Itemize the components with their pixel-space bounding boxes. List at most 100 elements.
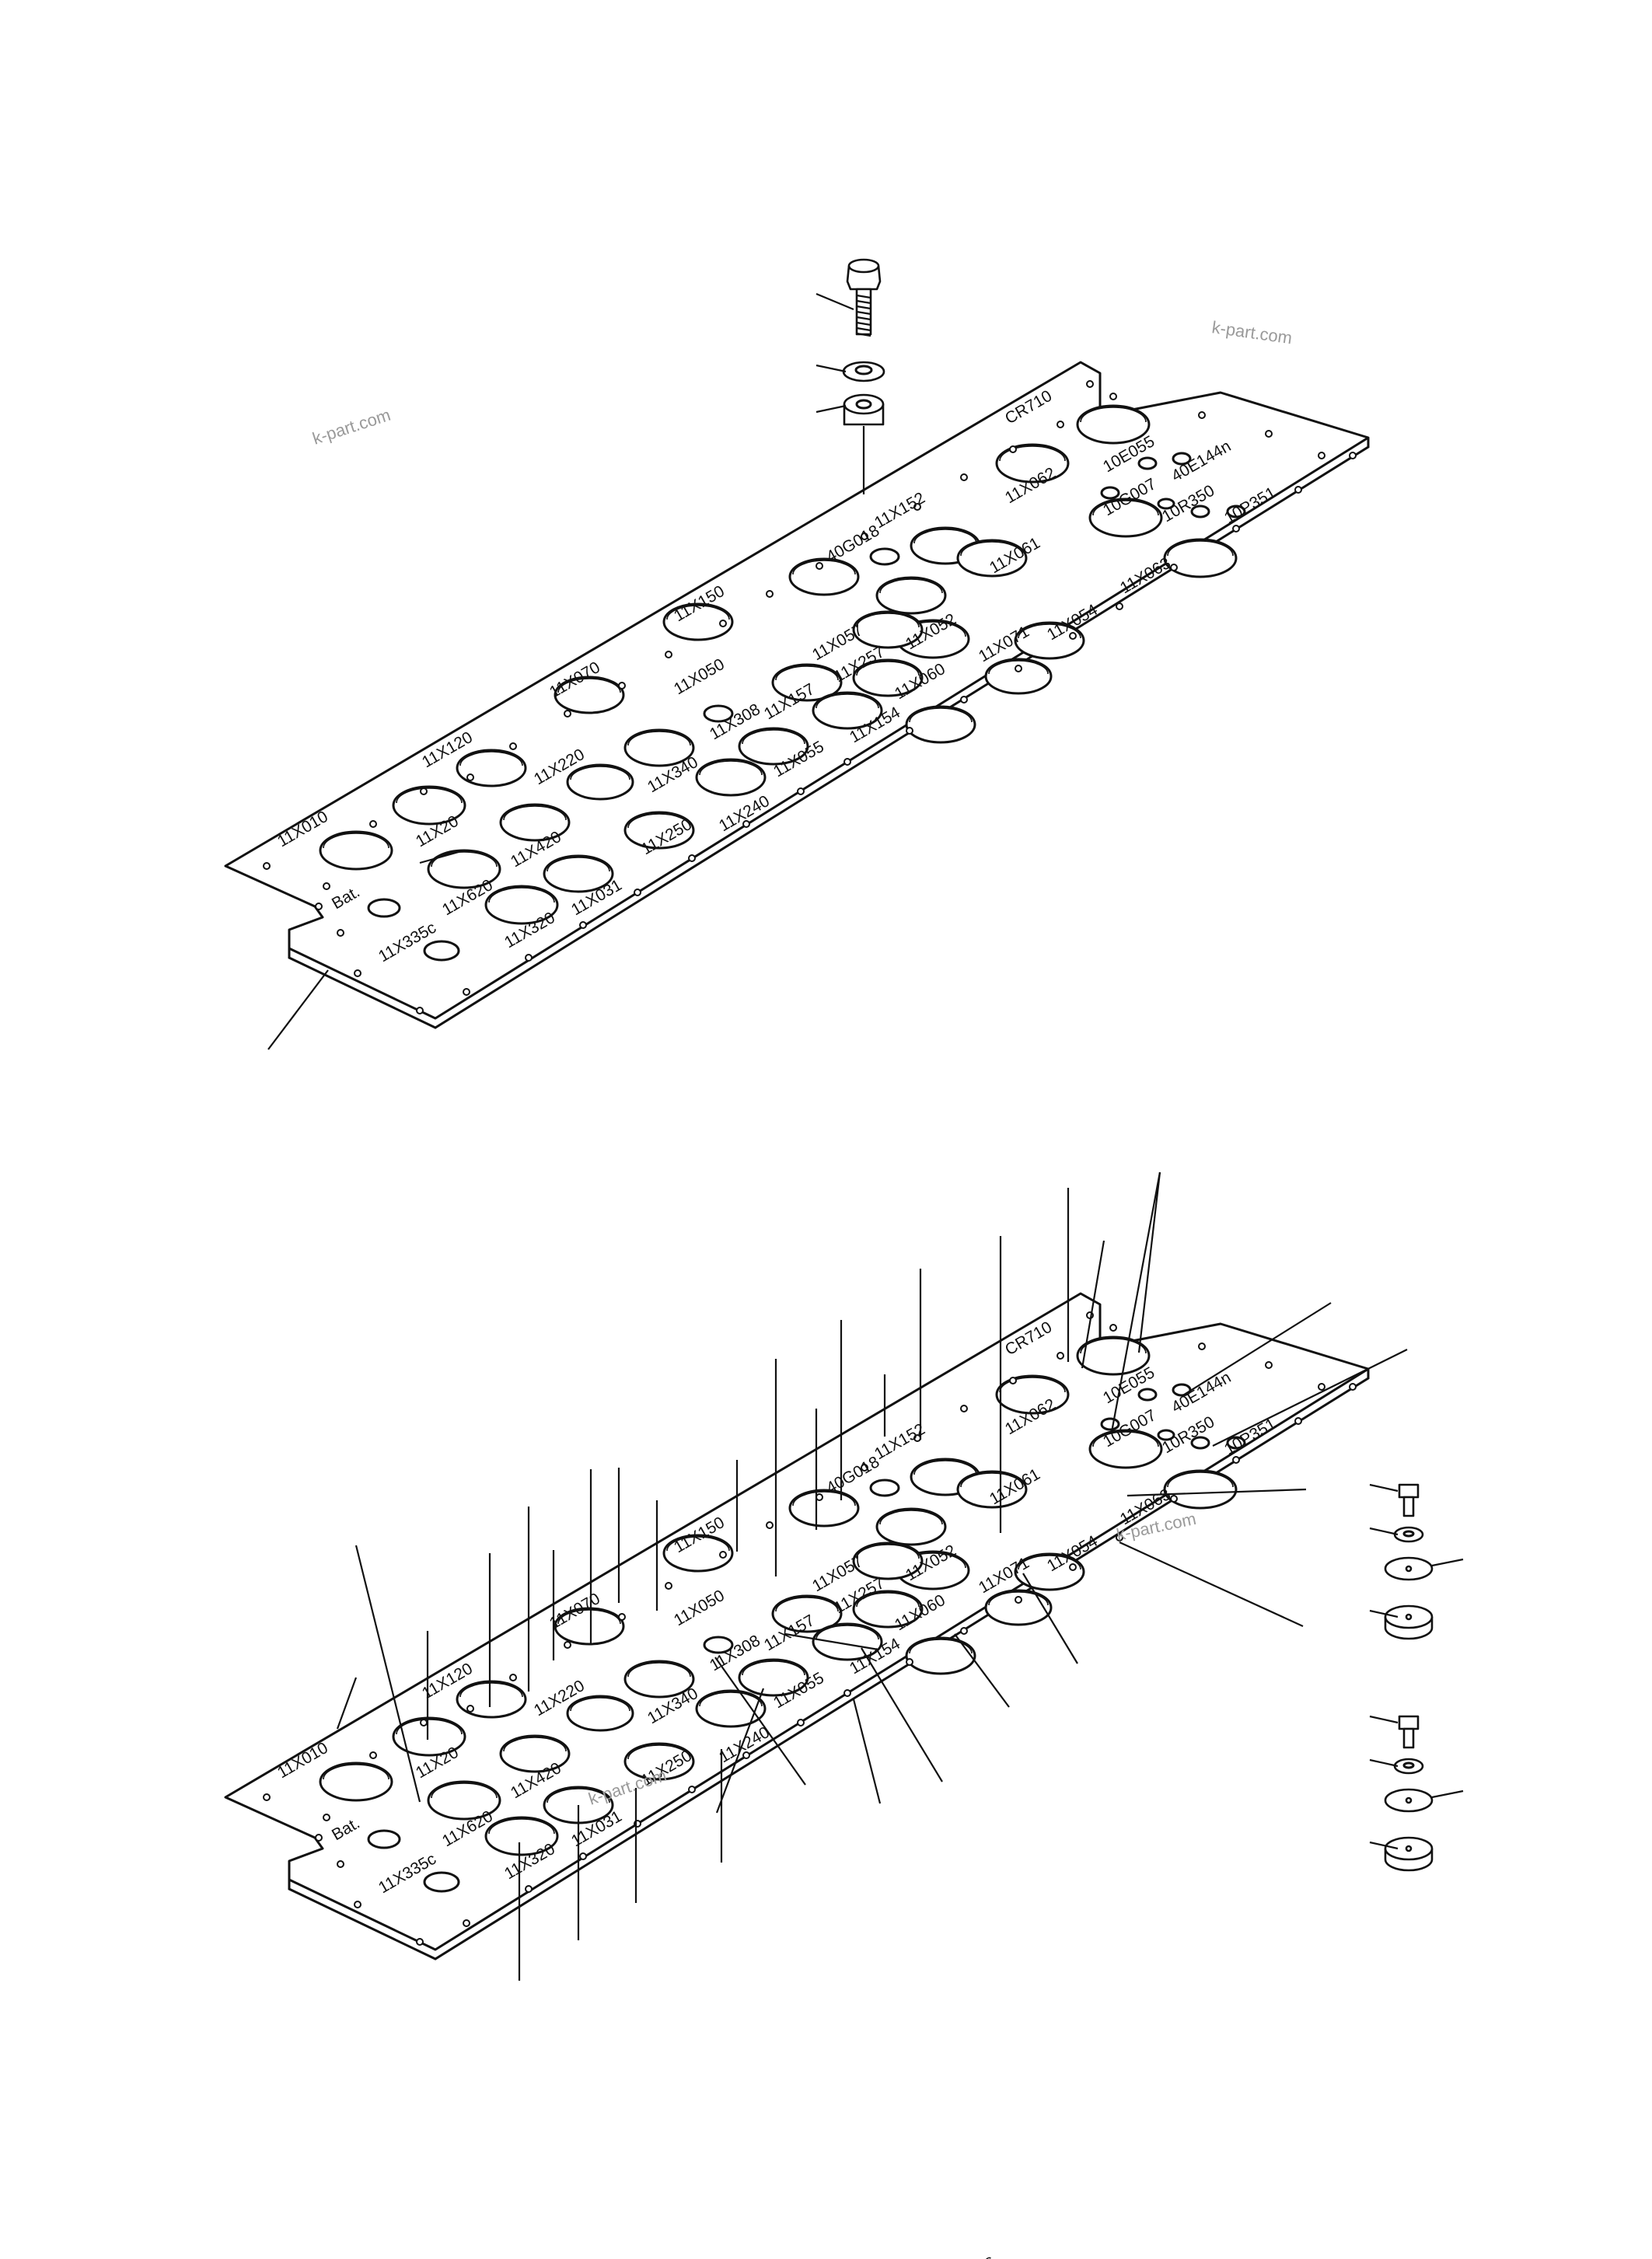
connector-hole-edge: [488, 887, 555, 903]
connector-hole: [788, 557, 860, 596]
mounting-hole: [1232, 1456, 1240, 1464]
mounting-hole: [618, 1613, 626, 1621]
connector-hole-edge: [570, 1697, 630, 1712]
mounting-hole: [742, 820, 750, 828]
mounting-hole: [1198, 1342, 1206, 1350]
connector-hole-edge: [503, 1737, 567, 1752]
connector-hole: [1076, 1335, 1151, 1376]
connector-hole: [852, 658, 924, 697]
mounting-hole: [1109, 1324, 1117, 1332]
connector-hole: [771, 663, 843, 702]
mounting-hole: [1057, 421, 1064, 428]
callout-line: [861, 1647, 943, 1782]
connector-hole-edge: [909, 1639, 973, 1654]
mounting-hole: [797, 787, 805, 795]
connector-hole: [984, 1589, 1053, 1626]
bolt-thread: [856, 326, 871, 332]
small-hole: [1226, 505, 1246, 518]
connector-hole: [427, 849, 501, 889]
connector-hole-edge: [396, 787, 463, 804]
watermark: k-part.com: [310, 405, 393, 449]
connector-hole: [623, 728, 695, 767]
mounting-hole: [315, 903, 323, 910]
small-hole: [367, 898, 401, 918]
connector-hole: [662, 1534, 734, 1573]
callout-line: [816, 404, 847, 414]
mounting-hole: [1015, 1596, 1022, 1604]
callout-line: [954, 1633, 1010, 1708]
small-hole: [869, 547, 900, 566]
connector-hole: [738, 1658, 809, 1697]
bolt-shank-icon: [1402, 1496, 1415, 1517]
callout-leaders: [267, 292, 1408, 1981]
mounting-hole: [463, 1919, 470, 1927]
nut-hole: [855, 399, 872, 410]
connector-hole: [456, 1680, 527, 1719]
mounting-hole: [263, 862, 271, 870]
connector-hole-edge: [1092, 500, 1159, 516]
mounting-hole: [354, 1901, 361, 1908]
mounting-hole: [337, 929, 344, 937]
mounting-hole: [1318, 452, 1325, 459]
base-mount-center: [1405, 1613, 1413, 1621]
mounting-hole: [416, 1938, 424, 1946]
washer-hole: [1402, 1761, 1415, 1769]
mounting-hole: [634, 889, 641, 896]
washer-hole: [854, 365, 873, 375]
connector-hole-edge: [323, 1764, 389, 1780]
connector-hole-edge: [856, 613, 920, 628]
bottom-plate-assembly: 11X01011X12011X07011X15040G01811X152CR71…: [224, 1292, 1370, 2259]
callout-line: [1431, 1558, 1464, 1567]
mounting-hole: [688, 854, 696, 862]
connector-hole: [623, 1742, 695, 1781]
connector-hole: [956, 539, 1028, 578]
mounting-hole: [416, 1007, 424, 1014]
connector-hole: [812, 1622, 883, 1661]
callout-line: [1119, 1541, 1304, 1628]
connector-hole: [875, 576, 947, 615]
connector-hole-edge: [431, 1782, 498, 1799]
mounting-hole: [509, 1674, 517, 1681]
mounting-hole: [1009, 445, 1017, 453]
connector-hole: [623, 1660, 695, 1699]
connector-hole: [1163, 1469, 1238, 1510]
connector-hole-edge: [1018, 623, 1081, 639]
connector-hole-edge: [999, 445, 1066, 462]
mounting-hole: [1265, 430, 1273, 438]
connector-hole-edge: [792, 1491, 856, 1507]
connector-hole: [1088, 498, 1163, 538]
small-hole: [1157, 1429, 1175, 1441]
mounting-hole: [337, 1860, 344, 1868]
top-plate-assembly: 11X01011X12011X07011X15040G01811X152CR71…: [224, 361, 1370, 1029]
connector-hole-edge: [960, 1472, 1024, 1488]
small-hole: [1100, 486, 1120, 500]
mounting-hole: [579, 921, 587, 929]
bolt-thread: [856, 305, 871, 310]
mounting-hole: [420, 787, 428, 795]
connector-hole-edge: [488, 1818, 555, 1835]
connector-hole-edge: [627, 1662, 691, 1678]
watermark: k-part.com: [1210, 317, 1293, 347]
connector-hole: [852, 1590, 924, 1629]
connector-hole: [484, 1816, 559, 1856]
mounting-hole: [1318, 1383, 1325, 1391]
mounting-hole: [463, 988, 470, 996]
mounting-hole: [913, 503, 921, 511]
callout-line: [1212, 1349, 1408, 1447]
connector-hole-edge: [742, 729, 805, 745]
mounting-hole: [564, 710, 571, 718]
mounting-hole: [861, 532, 868, 540]
bolt-head-icon: [1398, 1483, 1420, 1499]
mounting-hole: [369, 820, 377, 828]
connector-hole: [543, 854, 614, 893]
callout-line: [1369, 1758, 1399, 1768]
mounting-hole: [688, 1786, 696, 1793]
mounting-hole: [466, 1705, 474, 1713]
connector-hole-edge: [816, 693, 879, 709]
mounting-hole: [1265, 1361, 1273, 1369]
mount-center: [1405, 1796, 1413, 1804]
connector-hole-edge: [666, 605, 730, 620]
mounting-hole: [843, 1689, 851, 1697]
mounting-hole: [906, 727, 913, 735]
connector-hole-edge: [666, 1536, 730, 1552]
